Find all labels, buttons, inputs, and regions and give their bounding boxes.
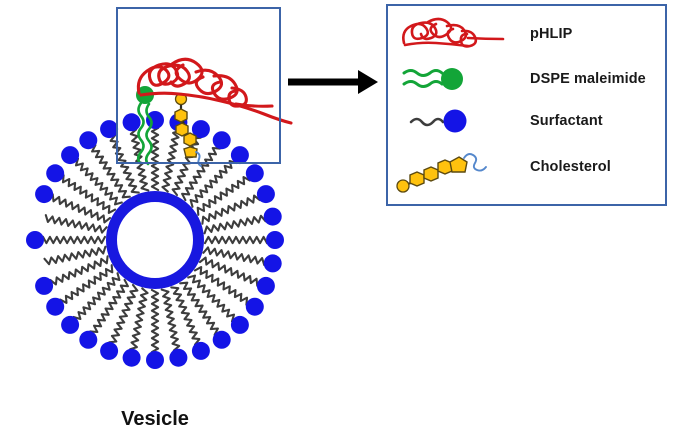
- vesicle-surface-callout: [116, 7, 281, 164]
- vesicle-caption: Vesicle: [121, 408, 189, 430]
- lipid-head-group: [266, 231, 284, 249]
- lipid-head-group: [46, 164, 65, 183]
- lipid-head-group: [100, 341, 119, 360]
- lipid-tail: [49, 255, 109, 286]
- dspe-maleimide-lipid: [136, 86, 154, 166]
- legend-panel: [386, 4, 667, 206]
- lipid-tail: [203, 214, 267, 235]
- lipid-tail: [43, 245, 107, 266]
- lipid-tail: [196, 176, 251, 216]
- surfactant-head-icon: [443, 109, 467, 133]
- lipid-tail: [187, 274, 236, 323]
- lipid-head-group: [35, 276, 54, 295]
- lipid-tail: [171, 136, 202, 197]
- lipid-head-group: [245, 297, 264, 316]
- lipid-head-group: [122, 113, 141, 132]
- lipid-head-group: [26, 231, 44, 249]
- lipid-head-group: [146, 111, 164, 129]
- lipid-head-group: [122, 348, 141, 367]
- lipid-head-group: [46, 297, 65, 316]
- lipid-head-group: [230, 146, 249, 165]
- legend-label-dspe-maleimide: DSPE maleimide: [530, 71, 646, 87]
- callout-arrow: [288, 70, 378, 94]
- cholesterol-molecule: [174, 92, 202, 167]
- lipid-tail: [51, 193, 112, 224]
- lipid-head-group: [263, 207, 282, 226]
- cholesterol-icon: [396, 153, 487, 193]
- vesicle-core-ring: [106, 191, 204, 289]
- lipid-tail: [74, 157, 123, 206]
- lipid-head-group: [263, 254, 282, 273]
- lipid-head-group: [245, 164, 264, 183]
- legend-label-surfactant: Surfactant: [530, 113, 603, 129]
- lipid-head-group: [191, 120, 210, 139]
- lipid-tail: [179, 281, 219, 336]
- lipid-tail: [202, 246, 266, 266]
- lipid-tail: [161, 129, 181, 193]
- lipid-layer: [26, 111, 284, 369]
- lipid-tail: [170, 286, 201, 346]
- lipid-tail: [129, 287, 149, 351]
- lipid-tail: [150, 288, 160, 354]
- lipid-head-group: [191, 341, 210, 360]
- phlip-peptide: [136, 57, 293, 125]
- lipid-tail: [201, 194, 261, 225]
- lipid-tail: [89, 278, 129, 334]
- lipid-head-group: [79, 330, 98, 349]
- lipid-tail: [41, 235, 107, 245]
- callout-molecules: [136, 57, 293, 167]
- legend-label-cholesterol: Cholesterol: [530, 159, 611, 175]
- lipid-tail: [61, 174, 117, 214]
- lipid-head-group: [169, 348, 188, 367]
- vesicle-diagram: [26, 111, 284, 369]
- lipid-head-group: [79, 131, 98, 150]
- lipid-head-group: [256, 276, 275, 295]
- lipid-head-group: [256, 185, 275, 204]
- lipid-tail: [129, 128, 150, 192]
- legend-label-phlip: pHLIP: [530, 26, 573, 42]
- lipid-tail: [181, 146, 221, 202]
- lipid-tail: [108, 283, 139, 344]
- lipid-tail: [91, 144, 131, 199]
- lipid-tail: [189, 159, 238, 208]
- lipid-head-group: [146, 351, 164, 369]
- lipid-head-group: [61, 315, 80, 334]
- lipid-tail: [59, 264, 114, 304]
- lipid-head-group: [212, 330, 231, 349]
- dspe-head-icon: [441, 68, 463, 90]
- lipid-head-group: [35, 185, 54, 204]
- lipid-tail: [198, 256, 259, 287]
- lipid-head-group: [212, 131, 231, 150]
- lipid-tail: [150, 126, 160, 192]
- phlip-coil-icon: [402, 17, 505, 48]
- lipid-tail: [72, 272, 121, 321]
- lipid-head-group: [230, 315, 249, 334]
- lipid-tail: [160, 288, 181, 352]
- surfactant-icon: [409, 109, 467, 133]
- lipid-tail: [203, 235, 269, 245]
- lipid-head-group: [100, 120, 119, 139]
- lipid-head-group: [61, 146, 80, 165]
- lipid-tail: [44, 214, 108, 234]
- lipid-tail: [193, 266, 249, 306]
- dspe-maleimide-icon: [402, 68, 463, 90]
- lipid-tail: [109, 134, 140, 194]
